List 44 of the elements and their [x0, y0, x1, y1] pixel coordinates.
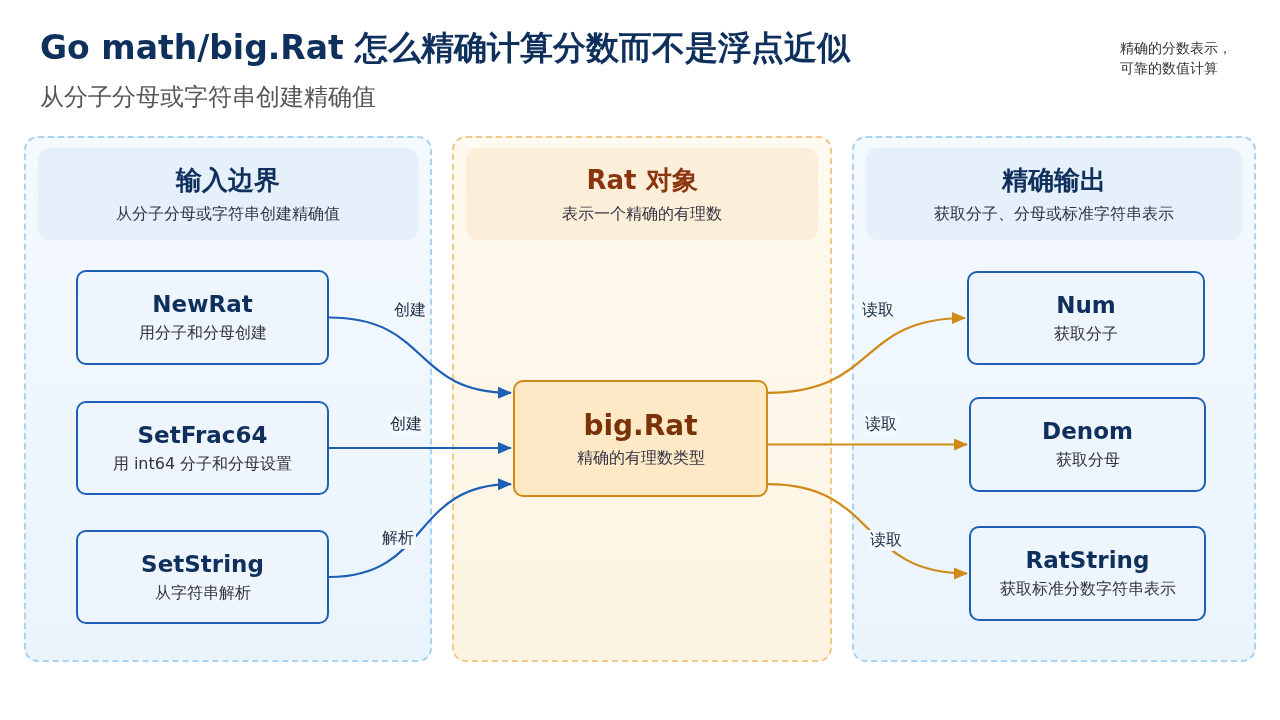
arrow [328, 316, 512, 398]
box-heading: Denom [1042, 418, 1133, 444]
panel [24, 136, 432, 662]
method-box [969, 526, 1206, 621]
box-heading: SetString [141, 550, 264, 577]
method-box [76, 401, 329, 495]
box-heading: Num [1056, 291, 1116, 318]
method-box [967, 271, 1205, 365]
edge-label: 读取 [860, 300, 896, 321]
panel-heading: 精确输出 [1002, 164, 1106, 197]
panel-subheading: 表示一个精确的有理数 [562, 204, 722, 225]
method-box [76, 270, 329, 365]
panel [452, 136, 832, 662]
subtitle: 从分子分母或字符串创建精确值 [40, 82, 377, 113]
box-description: 获取分子 [1054, 323, 1118, 345]
box-description: 用分子和分母创建 [138, 323, 267, 344]
panel [852, 136, 1256, 662]
box-description: 从字符串解析 [154, 582, 251, 604]
panel-subheading: 获取分子、分母或标准字符串表示 [934, 204, 1174, 225]
box-heading: big.Rat [583, 408, 698, 442]
arrow [767, 483, 968, 579]
arrow [768, 438, 968, 451]
note: 精确的分数表示，可靠的数值计算 [1120, 39, 1233, 79]
edge-label: 读取 [863, 414, 899, 435]
edge-label: 读取 [868, 530, 904, 551]
method-box [76, 530, 329, 624]
title: Go math/big.Rat 怎么精确计算分数而不是浮点近似 [40, 27, 852, 69]
edge-label: 创建 [388, 414, 424, 435]
panel-subheading: 从分子分母或字符串创建精确值 [116, 204, 340, 225]
box-heading: RatString [1025, 547, 1150, 573]
panel-heading: 输入边界 [176, 164, 280, 197]
arrow [328, 479, 512, 579]
panel-heading: Rat 对象 [586, 164, 698, 197]
box-description: 精确的有理数类型 [576, 447, 705, 469]
arrow [329, 442, 512, 454]
core-box [513, 380, 768, 497]
box-description: 用 int64 分子和分母设置 [112, 453, 293, 475]
arrow [767, 312, 966, 394]
edge-label: 解析 [380, 528, 416, 549]
method-box [969, 397, 1206, 492]
box-description: 获取分母 [1055, 450, 1120, 471]
box-heading: SetFrac64 [137, 421, 268, 448]
box-description: 获取标准分数字符串表示 [999, 579, 1176, 600]
box-heading: NewRat [152, 291, 253, 317]
